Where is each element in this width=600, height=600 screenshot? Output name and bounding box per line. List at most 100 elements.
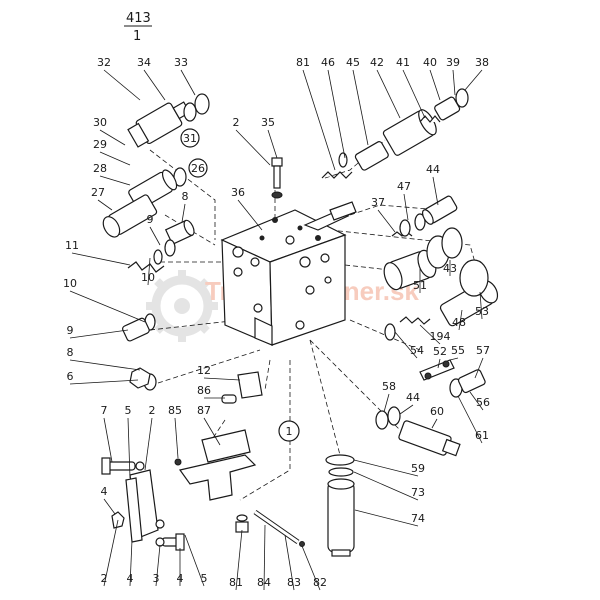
callout-2: 2 <box>101 572 108 585</box>
parts-bracket <box>174 371 263 501</box>
callout-44: 44 <box>426 163 440 176</box>
callout-34: 34 <box>137 56 151 69</box>
callout-4: 4 <box>101 485 108 498</box>
leader-line <box>99 151 131 166</box>
leader-line <box>149 226 161 246</box>
callout-48: 48 <box>452 316 466 329</box>
callout-8: 8 <box>67 346 74 359</box>
callout-40: 40 <box>423 56 437 69</box>
callout-2: 2 <box>149 404 156 417</box>
leader-line <box>181 203 186 223</box>
leader-line <box>353 459 419 477</box>
leader-line <box>284 534 295 591</box>
callout-27: 27 <box>91 186 105 199</box>
callout-55: 55 <box>451 344 465 357</box>
callout-85: 85 <box>168 404 182 417</box>
leader-line <box>394 331 418 359</box>
leader-line <box>103 69 141 101</box>
callout-42: 42 <box>370 56 384 69</box>
callout-6: 6 <box>67 370 74 383</box>
callout-11: 11 <box>65 239 79 252</box>
leader-line <box>71 252 131 266</box>
callout-52: 52 <box>433 345 447 358</box>
callout-39: 39 <box>446 56 460 69</box>
assembly-label-1: 1 <box>286 425 293 438</box>
callout-30: 30 <box>93 116 107 129</box>
leader-line <box>377 209 396 233</box>
callout-54: 54 <box>410 344 424 357</box>
sheet-number-sub: 1 <box>133 29 141 44</box>
leader-line <box>184 534 205 587</box>
leader-line <box>457 395 483 444</box>
leader-line <box>69 359 141 371</box>
leader-line <box>143 69 166 101</box>
leader-line <box>180 69 196 96</box>
leader-line <box>479 291 483 320</box>
callout-4: 4 <box>177 572 184 585</box>
leader-lines <box>69 69 484 591</box>
leader-line <box>383 393 390 413</box>
callout-44: 44 <box>406 391 420 404</box>
leader-line <box>474 357 484 379</box>
leader-line <box>235 529 243 591</box>
callout-45: 45 <box>346 56 360 69</box>
callout-81: 81 <box>296 56 310 69</box>
callout-58: 58 <box>382 380 396 393</box>
leader-line <box>69 290 146 323</box>
callout-51: 51 <box>413 279 427 292</box>
leader-line <box>203 377 241 381</box>
bolt-36 <box>271 157 283 199</box>
callout-33: 33 <box>174 56 188 69</box>
callout-4: 4 <box>127 572 134 585</box>
leader-line <box>419 324 441 345</box>
leader-line <box>431 418 438 429</box>
gear-icon <box>146 270 218 342</box>
callout-46: 46 <box>321 56 335 69</box>
callout-9: 9 <box>67 324 74 337</box>
callout-194: 194 <box>430 330 451 343</box>
callout-86: 86 <box>197 384 211 397</box>
leader-line <box>437 358 441 369</box>
callout-87: 87 <box>197 404 211 417</box>
leader-line <box>155 544 161 587</box>
leader-line <box>235 129 271 166</box>
leader-line <box>69 329 129 339</box>
leader-line <box>301 545 321 591</box>
leader-line <box>458 309 463 331</box>
leader-line <box>203 417 221 446</box>
callout-84: 84 <box>257 576 271 589</box>
leader-line <box>354 509 419 527</box>
callout-73: 73 <box>411 486 425 499</box>
sheet-number: 413 1 <box>124 11 152 44</box>
leader-line <box>452 69 456 96</box>
callout-28: 28 <box>93 162 107 175</box>
callout-9: 9 <box>147 213 154 226</box>
leader-line <box>449 357 459 361</box>
valve-block <box>220 201 357 346</box>
callout-53: 53 <box>475 305 489 318</box>
callout-43: 43 <box>443 262 457 275</box>
leader-line <box>69 379 139 385</box>
leader-line <box>147 257 151 286</box>
callout-83: 83 <box>287 576 301 589</box>
leader-line <box>99 175 131 186</box>
leader-line <box>432 176 439 206</box>
leader-line <box>103 417 113 463</box>
callout-2: 2 <box>233 116 240 129</box>
callout-47: 47 <box>397 180 411 193</box>
parts-right-upper <box>321 88 469 179</box>
assembly-labels: 1 26 31 <box>180 128 300 442</box>
leader-line <box>144 417 153 471</box>
parts-right-middle <box>383 195 499 341</box>
leader-line <box>376 69 401 119</box>
callout-32: 32 <box>97 56 111 69</box>
leader-line <box>402 69 426 119</box>
leader-line <box>403 193 409 221</box>
callout-74: 74 <box>411 512 425 525</box>
callout-10: 10 <box>141 271 155 284</box>
leader-line <box>302 69 336 171</box>
leader-line <box>97 199 113 211</box>
callout-61: 61 <box>475 429 489 442</box>
